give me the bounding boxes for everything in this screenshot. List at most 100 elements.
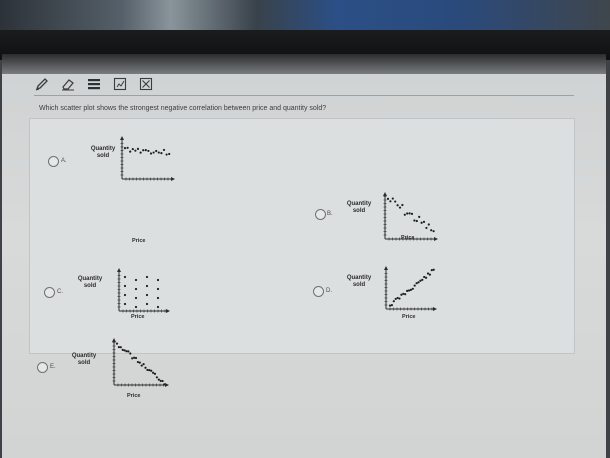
scatter-point [155, 376, 158, 379]
scatter-plot-b [383, 192, 438, 241]
scatter-point [411, 287, 414, 290]
scatter-point [432, 230, 435, 233]
scatter-point [134, 356, 138, 360]
scatter-point [142, 149, 145, 152]
scatter-point [152, 371, 155, 374]
scatter-point [127, 350, 130, 353]
scatter-point [119, 346, 122, 349]
scatter-point [418, 215, 421, 218]
scatter-point [129, 150, 132, 153]
clear-icon[interactable] [138, 77, 154, 91]
scatter-point [406, 289, 409, 292]
scatter-point [133, 356, 136, 359]
answer-panel: A. Quantity sold Price B. Quantity sold … [29, 118, 575, 399]
radio-e[interactable] [37, 362, 48, 373]
x-axis-arrow [171, 177, 175, 181]
scatter-point [409, 288, 412, 291]
x-axis-label-c: Price [131, 314, 145, 320]
scatter-point [148, 369, 151, 372]
scatter-point [390, 304, 393, 307]
scatter-point [389, 200, 392, 203]
scatter-point [129, 352, 132, 355]
screen-top-strip [2, 54, 606, 74]
toolbar [34, 76, 154, 92]
scatter-point [126, 146, 129, 149]
y-axis-label-b: Quantity sold [346, 201, 372, 214]
scatter-point [410, 212, 414, 215]
radio-a[interactable] [48, 156, 59, 167]
pencil-icon[interactable] [34, 77, 50, 91]
scatter-point [161, 379, 164, 383]
radio-d[interactable] [313, 286, 324, 297]
scatter-point [165, 153, 168, 156]
scatter-point [413, 219, 416, 222]
scatter-point [156, 278, 160, 282]
graph-icon[interactable] [112, 77, 128, 91]
scatter-point [157, 378, 160, 381]
scatter-point [153, 372, 157, 375]
scatter-point [131, 357, 134, 360]
y-axis-arrow [120, 136, 124, 140]
scatter-point [159, 379, 162, 382]
scatter-point [404, 293, 407, 296]
scatter-point [150, 369, 153, 372]
x-axis-label-a: Price [132, 238, 146, 244]
scatter-point [398, 206, 402, 209]
y-axis-label-c: Quantity sold [77, 276, 103, 289]
scatter-point [147, 149, 150, 153]
scatter-point [125, 350, 128, 353]
scatter-point [145, 293, 149, 297]
scatter-point [134, 296, 138, 300]
option-d-letter: D. [326, 288, 332, 294]
scatter-point [146, 368, 149, 372]
scatter-point [136, 360, 139, 364]
scatter-point [396, 296, 399, 300]
radio-c[interactable] [44, 287, 55, 298]
scatter-point [115, 342, 119, 345]
scatter-point [415, 219, 418, 223]
scatter-point [430, 229, 433, 232]
scatter-point [398, 297, 401, 300]
y-axis-arrow [384, 266, 388, 270]
scatter-point [152, 151, 155, 154]
radio-b[interactable] [315, 209, 326, 220]
scatter-point [134, 278, 138, 282]
scatter-point [163, 383, 166, 386]
scatter-point [145, 275, 149, 279]
scatter-point [134, 305, 138, 309]
x-axis-label-b: Price [401, 235, 415, 241]
scatter-plot-d [384, 266, 437, 311]
scatter-point [138, 361, 141, 364]
option-a-letter: A. [61, 158, 67, 164]
scatter-point [140, 364, 143, 367]
scatter-point [123, 293, 127, 297]
scatter-point [413, 284, 416, 287]
scatter-point [401, 203, 404, 207]
scatter-point [145, 284, 149, 288]
scatter-point [144, 149, 147, 152]
scatter-point [415, 282, 418, 285]
scatter-plot-e [112, 338, 169, 387]
scatter-point [421, 278, 424, 281]
scatter-point [425, 276, 428, 279]
option-b-letter: B. [327, 211, 333, 217]
scatter-point [391, 197, 394, 200]
scatter-point [157, 151, 160, 154]
list-icon[interactable] [86, 77, 102, 91]
scatter-point [156, 296, 160, 300]
scatter-plot-c [117, 268, 170, 313]
scatter-point [145, 302, 149, 306]
x-axis-label-d: Price [402, 314, 416, 320]
scatter-point [403, 213, 406, 216]
scatter-point [388, 304, 392, 307]
scatter-point [425, 226, 428, 230]
scatter-point [428, 273, 431, 276]
scatter-point [123, 349, 126, 352]
scatter-point [430, 269, 433, 272]
y-axis-arrow [383, 192, 387, 196]
scatter-point [423, 275, 426, 279]
scatter-point [123, 302, 127, 306]
scatter-point [123, 275, 127, 279]
scatter-point [396, 204, 399, 207]
eraser-icon[interactable] [60, 77, 76, 91]
